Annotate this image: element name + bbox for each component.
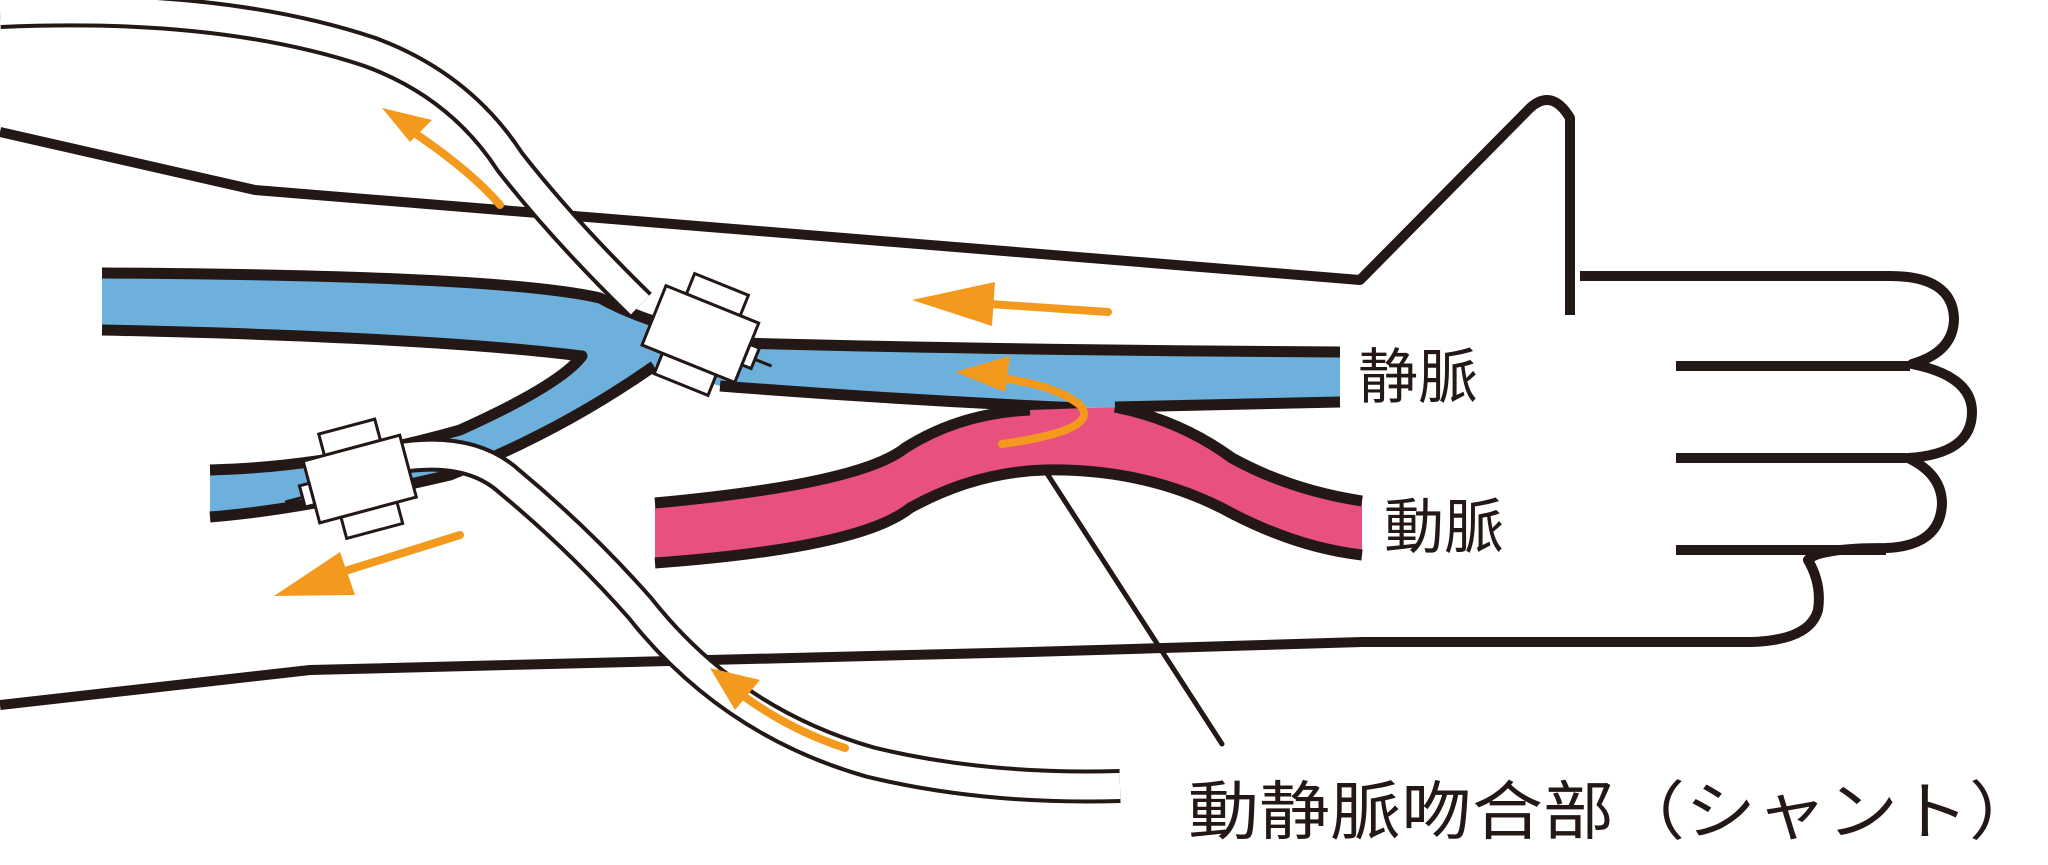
flow-arrow-tube-lower xyxy=(710,668,849,752)
artery xyxy=(654,401,1363,569)
tube-upper xyxy=(0,0,652,318)
flow-arrow-vein xyxy=(912,282,1112,326)
arm-upper-edge xyxy=(0,95,1575,315)
artery-fill xyxy=(655,407,1362,563)
label-vein: 静脈 xyxy=(1358,343,1478,413)
label-artery: 動脈 xyxy=(1384,493,1504,563)
hand-outline xyxy=(0,271,1977,710)
needle-connector-upper xyxy=(640,271,773,398)
vein-bottom-edge xyxy=(209,361,1341,523)
flow-arrow-shunt xyxy=(955,356,1088,448)
artery-top-edge xyxy=(654,401,1363,509)
shunt-leader-line xyxy=(1043,469,1225,747)
needle-connector-lower xyxy=(284,417,419,541)
flow-arrow-tube-upper xyxy=(382,108,504,209)
label-shunt: 動静脈吻合部（シャント） xyxy=(1188,776,2040,850)
tube-lower xyxy=(392,437,1121,804)
flow-arrow-lower-left xyxy=(274,531,464,596)
arm-outline xyxy=(0,95,1977,710)
flow-arrows xyxy=(274,108,1112,752)
